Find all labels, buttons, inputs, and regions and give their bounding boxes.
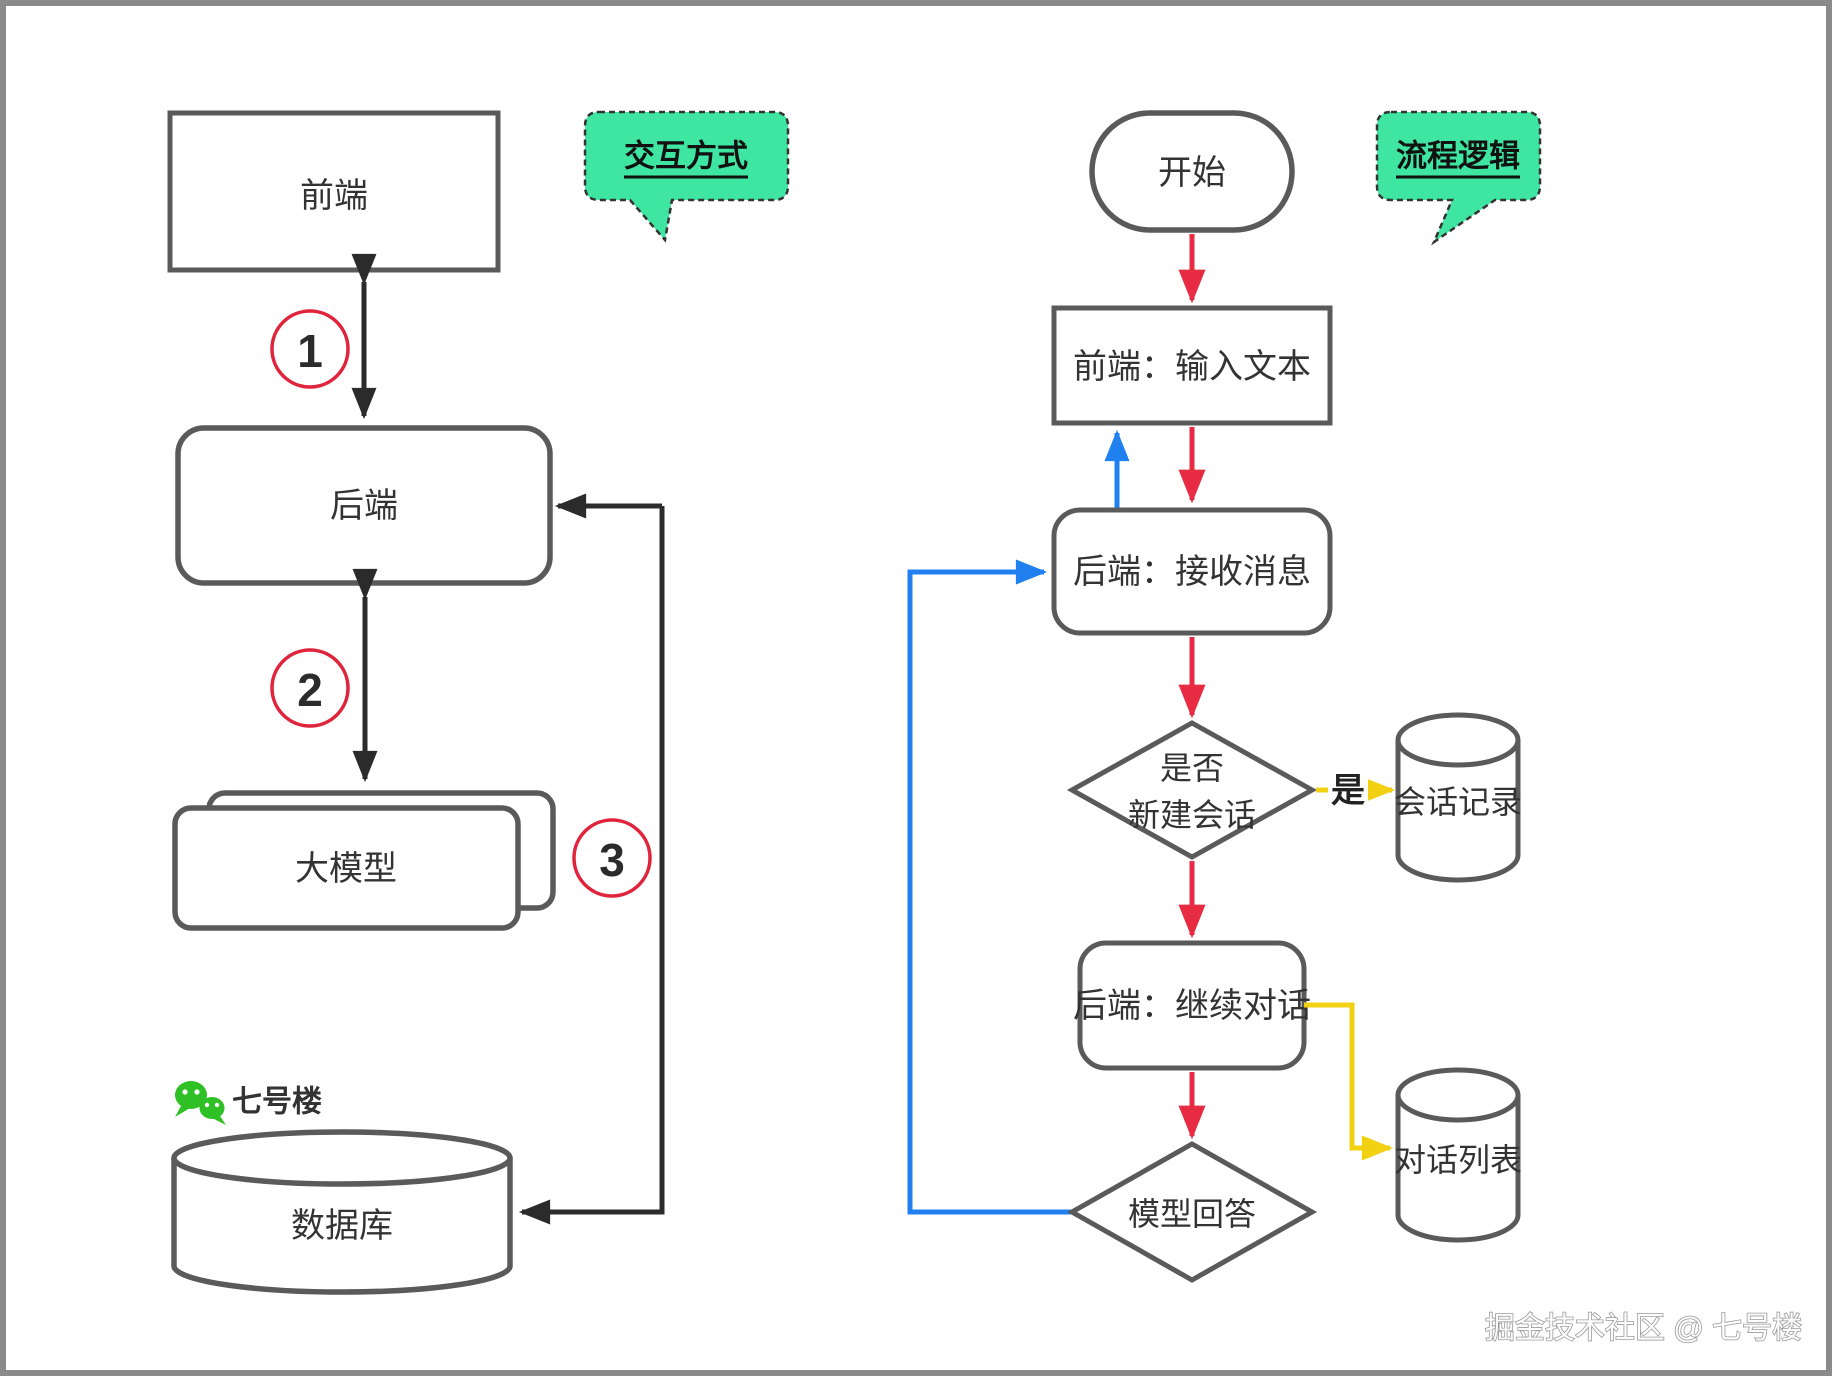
backend-node-label: 后端 [330, 487, 398, 525]
model-node-label: 大模型 [295, 850, 397, 888]
dialog-list-connector [1304, 1002, 1394, 1161]
dialog-store-body [1395, 1095, 1521, 1243]
start-node-label: 开始 [1158, 154, 1226, 192]
watermark: 掘金技术社区 @ 七号楼 [1485, 1312, 1802, 1345]
session-store-label: 会话记录 [1394, 784, 1522, 820]
yes-branch-label: 是 [1331, 772, 1365, 810]
input-text-node-label: 前端：输入文本 [1073, 348, 1311, 386]
step-badge-1-label: 1 [297, 325, 323, 377]
step-badge-2-label: 2 [297, 664, 323, 716]
step-badge-1 [270, 309, 350, 389]
dialog-store-label: 对话列表 [1394, 1142, 1522, 1178]
step-badge-2 [270, 648, 350, 728]
loop-back-connector [907, 559, 1072, 1215]
receive-message-node-label: 后端：接收消息 [1073, 553, 1311, 591]
frontend-node [167, 110, 501, 273]
database-node-label: 数据库 [291, 1207, 393, 1245]
interaction-title-label: 交互方式 [624, 139, 748, 174]
model-node [172, 805, 521, 931]
new-session-decision-line1: 是否 [1160, 750, 1224, 786]
model-answer-decision-label: 模型回答 [1128, 1196, 1256, 1232]
start-node [1089, 110, 1295, 233]
database-node-body [171, 1158, 513, 1295]
connector-into-database [518, 506, 665, 1225]
input-text-node [1051, 305, 1333, 426]
continue-dialog-node-label: 后端：继续对话 [1073, 987, 1311, 1025]
step-badge-3 [572, 818, 652, 898]
wechat-icon [175, 1081, 226, 1125]
model-answer-decision [1066, 1141, 1318, 1283]
session-store-body [1395, 740, 1521, 883]
new-session-decision [1066, 720, 1318, 860]
logic-title-label: 流程逻辑 [1396, 139, 1520, 174]
wechat-account-label: 七号楼 [232, 1086, 322, 1119]
frontend-node-label: 前端 [300, 177, 368, 215]
yes-label-bg [1328, 765, 1368, 815]
session-store-top [1395, 712, 1521, 768]
receive-message-node [1051, 507, 1333, 636]
new-session-decision-line2: 新建会话 [1128, 797, 1256, 833]
database-node-top [171, 1129, 513, 1187]
step-badge-3-label: 3 [599, 834, 625, 886]
dialog-store-top [1395, 1067, 1521, 1123]
